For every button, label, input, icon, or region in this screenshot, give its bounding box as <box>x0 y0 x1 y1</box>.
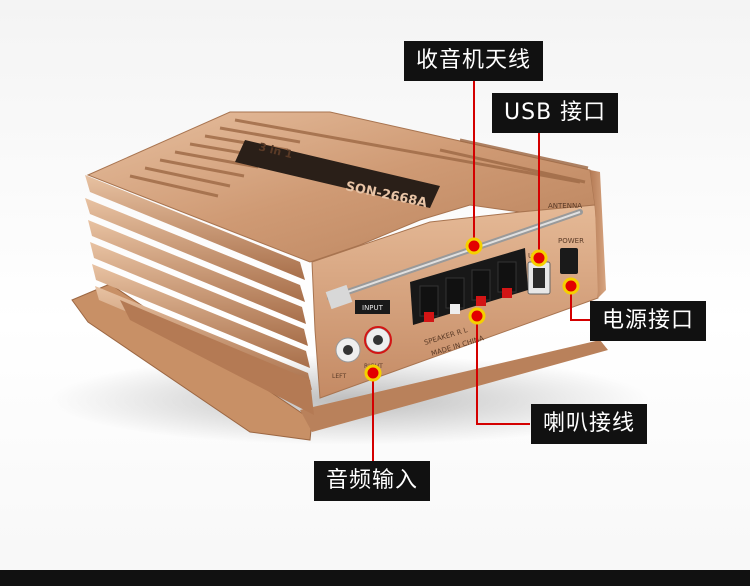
power-mark: POWER <box>558 237 584 245</box>
speaker-terminals <box>410 248 528 325</box>
bottom-bar <box>0 570 750 586</box>
leader-lines <box>372 78 596 482</box>
usb-marker <box>530 249 548 267</box>
left-mark: LEFT <box>332 373 346 380</box>
antenna-marker <box>465 237 483 255</box>
audio-input-marker <box>364 364 382 382</box>
power-jack <box>560 248 578 274</box>
power-callout: 电源接口 <box>590 301 707 341</box>
power-marker <box>562 277 580 295</box>
rca-jacks <box>335 300 392 363</box>
right-side <box>590 170 606 298</box>
base-flange-right <box>300 340 608 432</box>
antenna-callout: 收音机天线 <box>404 41 544 81</box>
marker-dots <box>364 237 580 382</box>
speaker-marker <box>468 307 486 325</box>
heatsink-fins <box>85 175 314 415</box>
input-mark: INPUT <box>362 304 384 312</box>
model-plate <box>235 140 440 208</box>
usb-callout: USB 接口 <box>492 93 619 133</box>
antenna-mark: ANTENNA <box>548 202 582 210</box>
speaker-callout: 喇叭接线 <box>531 404 648 444</box>
audio-input-callout: 音频输入 <box>314 461 431 501</box>
